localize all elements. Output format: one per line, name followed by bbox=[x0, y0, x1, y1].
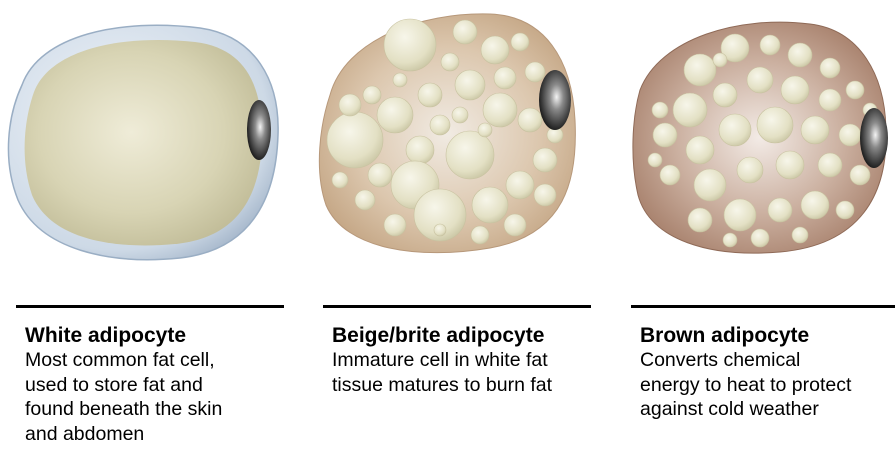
lipid-droplet bbox=[760, 35, 780, 55]
lipid-droplet bbox=[384, 214, 406, 236]
lipid-droplet bbox=[694, 169, 726, 201]
lipid-droplet bbox=[363, 86, 381, 104]
panel-title: Brown adipocyte bbox=[640, 324, 895, 348]
description-line: used to store fat and bbox=[25, 373, 284, 398]
lipid-droplet bbox=[839, 124, 861, 146]
description-line: against cold weather bbox=[640, 397, 895, 422]
panel-description: Most common fat cell, used to store fat … bbox=[25, 348, 284, 446]
lipid-droplet bbox=[652, 102, 668, 118]
description-line: found beneath the skin bbox=[25, 397, 284, 422]
lipid-droplet bbox=[673, 93, 707, 127]
lipid-droplet bbox=[820, 58, 840, 78]
white-adipocyte-panel: White adipocyte Most common fat cell, us… bbox=[16, 305, 284, 446]
lipid-droplet bbox=[355, 190, 375, 210]
lipid-droplet bbox=[653, 123, 677, 147]
lipid-droplet bbox=[494, 67, 516, 89]
lipid-droplet bbox=[533, 148, 557, 172]
lipid-droplet bbox=[846, 81, 864, 99]
lipid-droplet bbox=[418, 83, 442, 107]
lipid-droplet bbox=[441, 53, 459, 71]
lipid-droplet bbox=[781, 76, 809, 104]
lipid-droplet bbox=[472, 187, 508, 223]
lipid-droplet bbox=[406, 136, 434, 164]
lipid-droplet bbox=[751, 229, 769, 247]
lipid-droplet bbox=[660, 165, 680, 185]
lipid-droplet bbox=[518, 108, 542, 132]
lipid-droplet bbox=[801, 191, 829, 219]
lipid-droplet bbox=[481, 36, 509, 64]
lipid-droplet bbox=[792, 227, 808, 243]
lipid-droplet bbox=[339, 94, 361, 116]
description-line: and abdomen bbox=[25, 422, 284, 447]
lipid-droplet bbox=[850, 165, 870, 185]
lipid-droplet bbox=[723, 233, 737, 247]
beige-adipocyte-panel: Beige/brite adipocyte Immature cell in w… bbox=[323, 305, 591, 397]
panel-description: Immature cell in white fat tissue mature… bbox=[332, 348, 591, 397]
lipid-droplet bbox=[483, 93, 517, 127]
lipid-droplet bbox=[332, 172, 348, 188]
lipid-droplet bbox=[836, 201, 854, 219]
description-line: tissue matures to burn fat bbox=[332, 373, 591, 398]
lipid-droplet bbox=[506, 171, 534, 199]
lipid-droplet bbox=[724, 199, 756, 231]
lipid-droplet bbox=[719, 114, 751, 146]
panel-description: Converts chemical energy to heat to prot… bbox=[640, 348, 895, 422]
lipid-droplet bbox=[327, 112, 383, 168]
lipid-droplet bbox=[478, 123, 492, 137]
brown-adipocyte-cell bbox=[633, 22, 888, 253]
lipid-droplet bbox=[747, 67, 773, 93]
lipid-droplet bbox=[452, 107, 468, 123]
lipid-droplet bbox=[713, 53, 727, 67]
lipid-droplet bbox=[393, 73, 407, 87]
lipid-droplet bbox=[434, 224, 446, 236]
description-line: Most common fat cell, bbox=[25, 348, 284, 373]
lipid-droplet bbox=[688, 208, 712, 232]
beige-cell-nucleus bbox=[539, 70, 571, 130]
lipid-droplet bbox=[511, 33, 529, 51]
lipid-droplet bbox=[713, 83, 737, 107]
brown-cell-nucleus bbox=[860, 108, 888, 168]
lipid-droplet bbox=[430, 115, 450, 135]
adipocyte-illustrations bbox=[0, 0, 895, 300]
panel-divider bbox=[631, 305, 895, 308]
panel-title: Beige/brite adipocyte bbox=[332, 324, 591, 348]
beige-adipocyte-cell bbox=[319, 14, 575, 253]
lipid-droplet bbox=[818, 153, 842, 177]
lipid-droplet bbox=[684, 54, 716, 86]
lipid-droplet bbox=[788, 43, 812, 67]
description-line: Immature cell in white fat bbox=[332, 348, 591, 373]
panel-title: White adipocyte bbox=[25, 324, 284, 348]
brown-adipocyte-panel: Brown adipocyte Converts chemical energy… bbox=[631, 305, 895, 422]
lipid-droplet bbox=[801, 116, 829, 144]
lipid-droplet bbox=[377, 97, 413, 133]
lipid-droplet bbox=[686, 136, 714, 164]
lipid-droplet bbox=[819, 89, 841, 111]
lipid-droplet bbox=[471, 226, 489, 244]
white-cell-lipid bbox=[25, 40, 262, 245]
lipid-droplet bbox=[776, 151, 804, 179]
lipid-droplet bbox=[455, 70, 485, 100]
lipid-droplet bbox=[534, 184, 556, 206]
lipid-droplet bbox=[648, 153, 662, 167]
lipid-droplet bbox=[525, 62, 545, 82]
description-line: energy to heat to protect bbox=[640, 373, 895, 398]
white-adipocyte-cell bbox=[8, 25, 278, 259]
lipid-droplet bbox=[446, 131, 494, 179]
lipid-droplet bbox=[504, 214, 526, 236]
panel-divider bbox=[16, 305, 284, 308]
lipid-droplet bbox=[768, 198, 792, 222]
description-line: Converts chemical bbox=[640, 348, 895, 373]
panel-divider bbox=[323, 305, 591, 308]
lipid-droplet bbox=[453, 20, 477, 44]
lipid-droplet bbox=[757, 107, 793, 143]
lipid-droplet bbox=[384, 19, 436, 71]
white-cell-nucleus bbox=[247, 100, 271, 160]
lipid-droplet bbox=[737, 157, 763, 183]
lipid-droplet bbox=[368, 163, 392, 187]
